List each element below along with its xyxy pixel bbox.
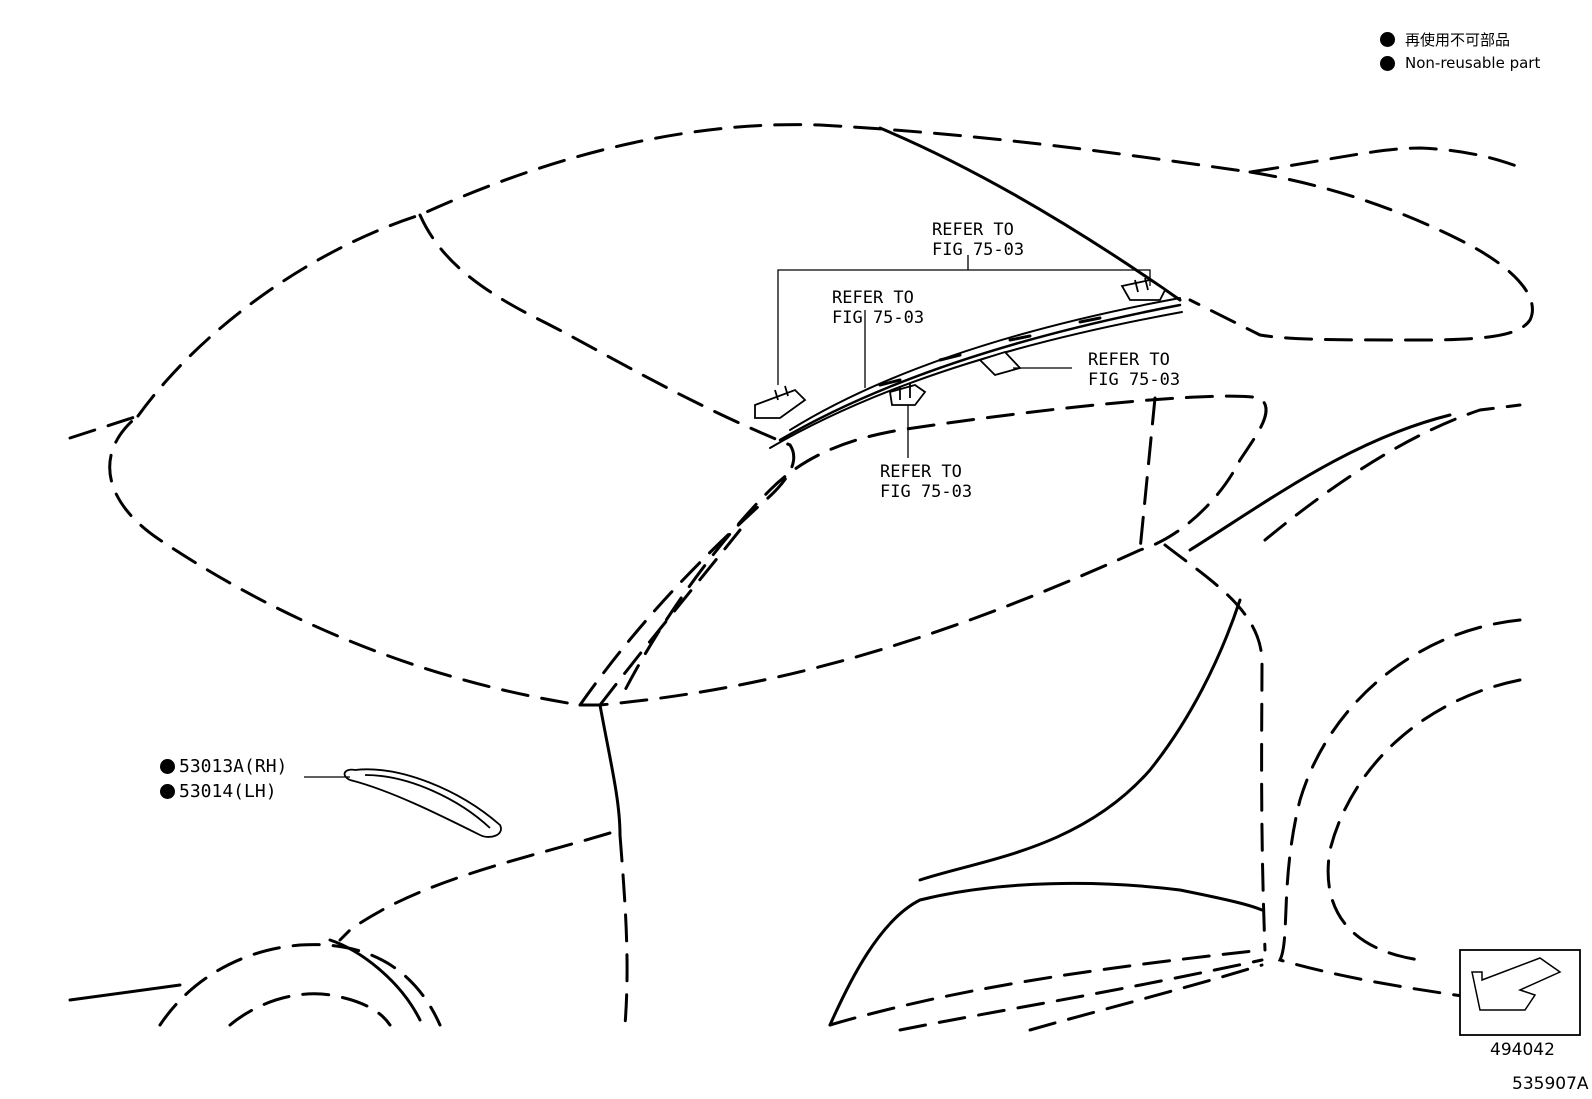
callout-line2: FIG 75-03	[880, 482, 973, 502]
non-reusable-dot-icon	[1380, 32, 1395, 47]
clip-front	[754, 385, 807, 419]
part-number-text: 53014(LH)	[179, 781, 277, 802]
callout-line1: REFER TO	[832, 288, 914, 308]
part-number-lh: 53014(LH)	[160, 781, 277, 802]
callout-pad: REFER TO FIG 75-03	[1088, 350, 1180, 390]
inset-box	[1459, 949, 1581, 1036]
front-fender-line	[338, 831, 612, 942]
roof-molding-marks	[878, 316, 1102, 387]
part-number-text: 53013A(RH)	[179, 756, 288, 777]
door-front-edge	[598, 703, 622, 837]
callout-line1: REFER TO	[880, 462, 962, 482]
roof-molding-inner	[789, 297, 1181, 431]
callout-line1: REFER TO	[1088, 350, 1170, 370]
b-pillar	[1138, 396, 1157, 552]
rocker-upper	[828, 881, 1264, 1027]
figure-number: 535907A	[1512, 1074, 1589, 1094]
non-reusable-dot-icon	[160, 784, 175, 799]
pad-part	[978, 350, 1022, 377]
front-bumper	[68, 983, 182, 1002]
non-reusable-dot-icon	[1380, 55, 1395, 71]
rear-quarter-curve	[1163, 543, 1267, 952]
legend-jp: 再使用不可部品	[1380, 29, 1510, 50]
callout-middle-clip: REFER TO FIG 75-03	[880, 462, 972, 502]
a-pillar-outer	[578, 443, 796, 707]
legend-jp-text: 再使用不可部品	[1405, 31, 1511, 49]
callout-roof-molding: REFER TO FIG 75-03	[832, 288, 924, 328]
non-reusable-dot-icon	[160, 759, 175, 774]
door-lower-dashed	[618, 833, 629, 1027]
legend-en: Non-reusable part	[1380, 54, 1540, 72]
hood-outline	[68, 394, 1268, 707]
rear-quarter-solid	[918, 598, 1242, 882]
rear-body-solid	[1188, 413, 1452, 552]
part-number-rh: 53013A(RH)	[160, 756, 287, 777]
rear-spoiler	[1188, 170, 1534, 342]
roof-line	[878, 126, 1182, 302]
sill-line	[898, 958, 1264, 1032]
callout-line2: FIG 75-03	[932, 240, 1025, 260]
rocker-lower	[828, 948, 1264, 1027]
callout-line1: REFER TO	[932, 220, 1014, 240]
windshield-top	[418, 213, 792, 447]
a-pillar-inner	[598, 528, 742, 707]
front-wheel-arch-inner	[228, 992, 392, 1027]
rear-wheel-arch-inner	[1326, 678, 1522, 962]
leader-top-bracket	[777, 255, 1151, 385]
inset-arrow-icon	[1471, 957, 1562, 1011]
roof-molding	[778, 303, 1182, 442]
legend-en-text: Non-reusable part	[1405, 54, 1541, 72]
clip-middle	[888, 384, 927, 406]
roof-outline	[136, 123, 1524, 418]
inset-code: 494042	[1490, 1040, 1555, 1060]
rear-body-top	[1263, 403, 1522, 542]
callout-line2: FIG 75-03	[1088, 370, 1181, 390]
roof-molding-outer	[769, 311, 1183, 449]
rocker-lower2	[1028, 963, 1264, 1032]
front-fender-solid	[328, 938, 422, 1022]
side-molding	[343, 768, 502, 838]
rear-wheel-arch-outer	[1277, 618, 1522, 1002]
callout-top: REFER TO FIG 75-03	[932, 220, 1024, 260]
clip-rear	[1120, 277, 1167, 301]
callout-line2: FIG 75-03	[832, 308, 925, 328]
front-wheel-arch-outer	[158, 943, 442, 1027]
